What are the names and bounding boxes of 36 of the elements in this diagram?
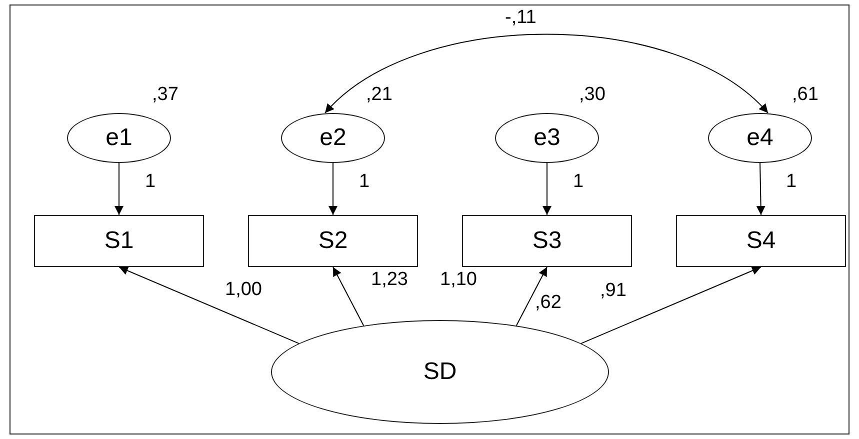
arrow bbox=[324, 34, 768, 114]
arrow bbox=[114, 162, 124, 216]
variable-name: e1 bbox=[106, 124, 132, 152]
variance-value: ,61 bbox=[792, 85, 818, 104]
observed-variable-box bbox=[462, 215, 632, 267]
variable-name: S4 bbox=[746, 227, 776, 255]
observed-variable-box bbox=[248, 215, 418, 267]
edge-label: 1 bbox=[786, 172, 797, 191]
arrow bbox=[756, 162, 766, 216]
variable-name: e2 bbox=[320, 124, 346, 152]
variable-name: S1 bbox=[104, 227, 134, 255]
edge-label: -,11 bbox=[505, 8, 536, 27]
variance-value: ,37 bbox=[152, 85, 178, 104]
variable-name: e4 bbox=[746, 124, 774, 152]
observed-variable-box bbox=[34, 215, 204, 267]
edge-label: 1 bbox=[145, 172, 156, 191]
edge-label: 1,23 bbox=[371, 270, 408, 289]
variable-name: S3 bbox=[532, 227, 562, 255]
arrow bbox=[516, 266, 548, 326]
variance-value: ,21 bbox=[366, 85, 392, 104]
observed-variable-box bbox=[676, 215, 846, 267]
variance-value: ,30 bbox=[579, 85, 606, 104]
arrow bbox=[542, 162, 552, 216]
edge-label: 1 bbox=[573, 172, 584, 191]
variance-value: ,62 bbox=[535, 293, 562, 312]
arrow bbox=[328, 162, 338, 216]
arrow bbox=[332, 266, 364, 326]
variable-name: SD bbox=[423, 358, 457, 386]
edge-label: 1,10 bbox=[440, 270, 477, 289]
arrow bbox=[118, 266, 300, 344]
edge-label: 1,00 bbox=[225, 280, 262, 299]
variable-name: e3 bbox=[534, 124, 560, 152]
arrow bbox=[580, 266, 762, 344]
edge-label: 1 bbox=[359, 172, 370, 191]
edge-label: ,91 bbox=[600, 281, 626, 300]
variable-name: S2 bbox=[318, 227, 348, 255]
